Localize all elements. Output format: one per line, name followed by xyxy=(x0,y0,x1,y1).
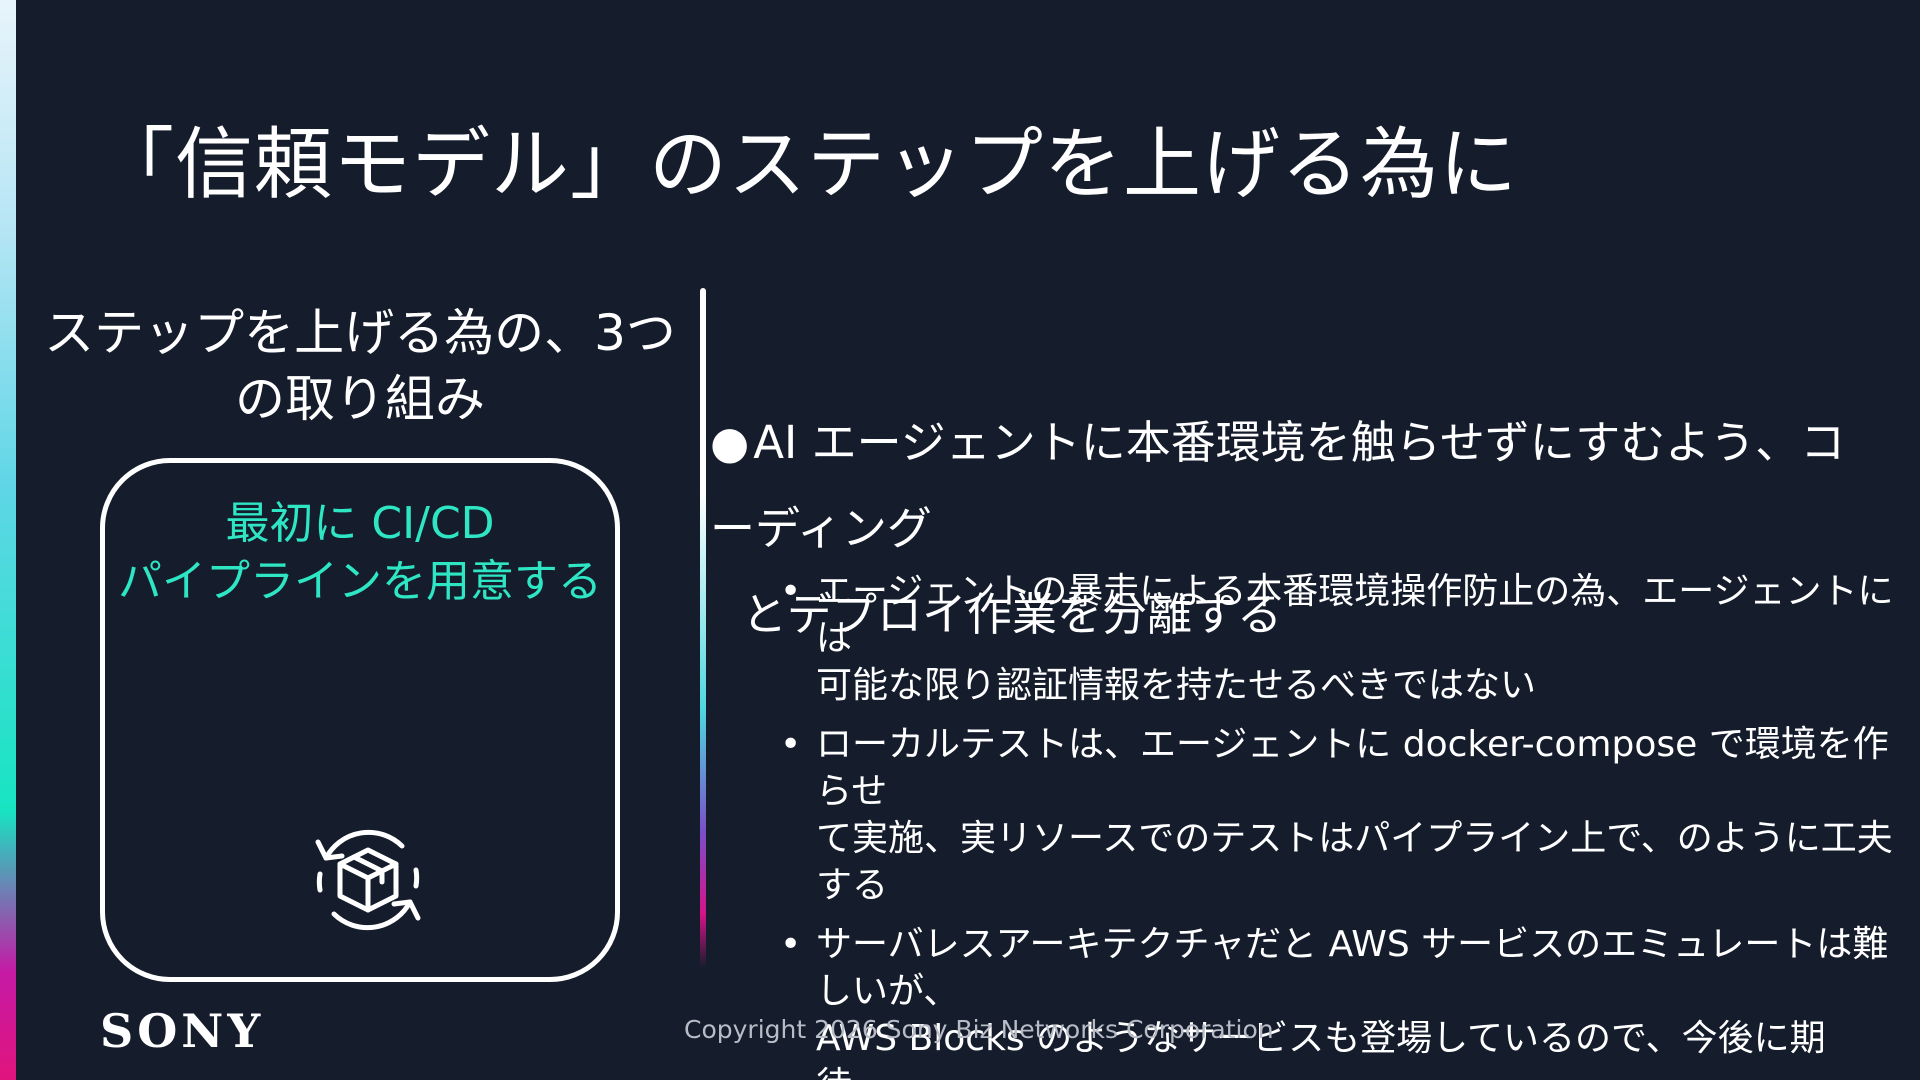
copyright-text: Copyright 2026 Sony Biz Networks Corpora… xyxy=(684,1015,1274,1044)
step-card: 最初に CI/CD パイプラインを用意する xyxy=(100,458,620,982)
list-item-line2: 可能な限り認証情報を持たせるべきではない xyxy=(816,665,1537,706)
card-title: 最初に CI/CD パイプラインを用意する xyxy=(105,495,615,611)
list-item-line1: サーバレスアーキテクチャだと AWS サービスのエミュレートは難しいが、 xyxy=(816,924,1889,1012)
bullet-symbol: • xyxy=(780,571,802,612)
list-item-line1: ローカルテストは、エージェントに docker-compose で環境を作らせ xyxy=(816,724,1889,812)
main-bullet-line1: AI エージェントに本番環境を触らせずにすむよう、コーディング xyxy=(710,416,1846,555)
card-title-line2: パイプラインを用意する xyxy=(118,556,602,607)
list-item: • エージェントの暴走による本番環境操作防止の為、エージェントには 可能な限り認… xyxy=(770,568,1900,709)
bullet-symbol: • xyxy=(780,924,802,965)
bullet-symbol: • xyxy=(780,724,802,765)
list-item-line2: て実施、実リソースでのテストはパイプライン上で、のように工夫する xyxy=(816,818,1893,906)
slide-title: 「信頼モデル」のステップを上げる為に xyxy=(96,120,1519,210)
list-item-line1: エージェントの暴走による本番環境操作防止の為、エージェントには xyxy=(816,571,1894,659)
sub-bullet-list: • エージェントの暴走による本番環境操作防止の為、エージェントには 可能な限り認… xyxy=(770,568,1900,1080)
main-bullet: ●AI エージェントに本番環境を触らせずにすむよう、コーディング とデプロイ作業… xyxy=(710,400,1890,658)
gradient-edge-bar xyxy=(0,0,16,1080)
main-bullet-line2: とデプロイ作業を分離する xyxy=(742,588,1283,641)
list-item: • サーバレスアーキテクチャだと AWS サービスのエミュレートは難しいが、 A… xyxy=(770,921,1900,1080)
vertical-divider xyxy=(700,288,706,968)
sony-logo: SONY xyxy=(100,1004,265,1058)
card-title-line1: 最初に CI/CD xyxy=(225,498,495,549)
left-heading: ステップを上げる為の、3つの取り組み xyxy=(44,304,676,428)
list-item-line2: AWS Blocks のようなサービスも登場しているので、今後に期待、、、 xyxy=(816,1018,1826,1080)
cycle-box-icon xyxy=(315,829,421,931)
main-bullet-symbol: ● xyxy=(710,416,750,469)
list-item: • ローカルテストは、エージェントに docker-compose で環境を作ら… xyxy=(770,721,1900,909)
